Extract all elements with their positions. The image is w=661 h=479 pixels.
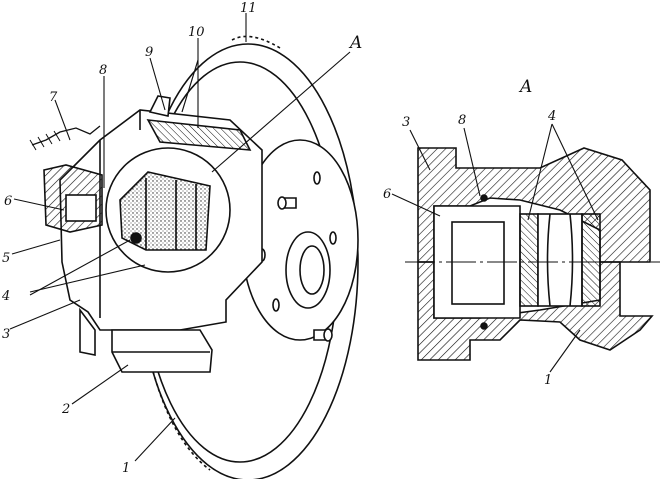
section-callout-4: 4 <box>547 109 556 124</box>
section-title-a: A <box>518 77 532 97</box>
callouts-left: 1 2 3 4 5 6 7 8 9 10 11 A <box>1 1 362 476</box>
section-callout-6: 6 <box>383 187 391 202</box>
pad-right <box>581 213 601 307</box>
section-view-a <box>391 123 660 373</box>
caliper-bridge <box>146 119 252 151</box>
brake-pads <box>119 171 211 251</box>
disc-section <box>546 213 574 307</box>
section-callout-8: 8 <box>458 113 466 128</box>
perspective-view <box>9 13 359 479</box>
callout-11: 11 <box>240 1 257 16</box>
callout-6: 6 <box>4 194 12 209</box>
section-callout-1: 1 <box>544 373 552 388</box>
section-callout-3: 3 <box>402 115 410 130</box>
callout-8: 8 <box>99 63 107 78</box>
leader-lines-right <box>391 123 599 373</box>
piston-seal-bottom <box>480 322 488 330</box>
bleeder-cable <box>31 125 101 146</box>
piston-seal-top <box>480 194 488 202</box>
section-marker-a: A <box>348 33 362 53</box>
disc-ventilation-band <box>149 359 211 471</box>
pad-left <box>519 213 539 307</box>
callouts-right: A 3 8 4 6 1 <box>383 77 556 388</box>
callout-2: 2 <box>61 402 70 417</box>
callout-5: 5 <box>2 251 10 266</box>
callout-7: 7 <box>49 90 58 105</box>
callout-9: 9 <box>145 45 153 60</box>
callout-4: 4 <box>1 289 10 304</box>
callout-3: 3 <box>2 327 10 342</box>
callout-1: 1 <box>122 461 130 476</box>
leader-lines-left <box>9 13 351 462</box>
callout-10: 10 <box>188 25 205 40</box>
wheel-studs <box>258 171 337 342</box>
